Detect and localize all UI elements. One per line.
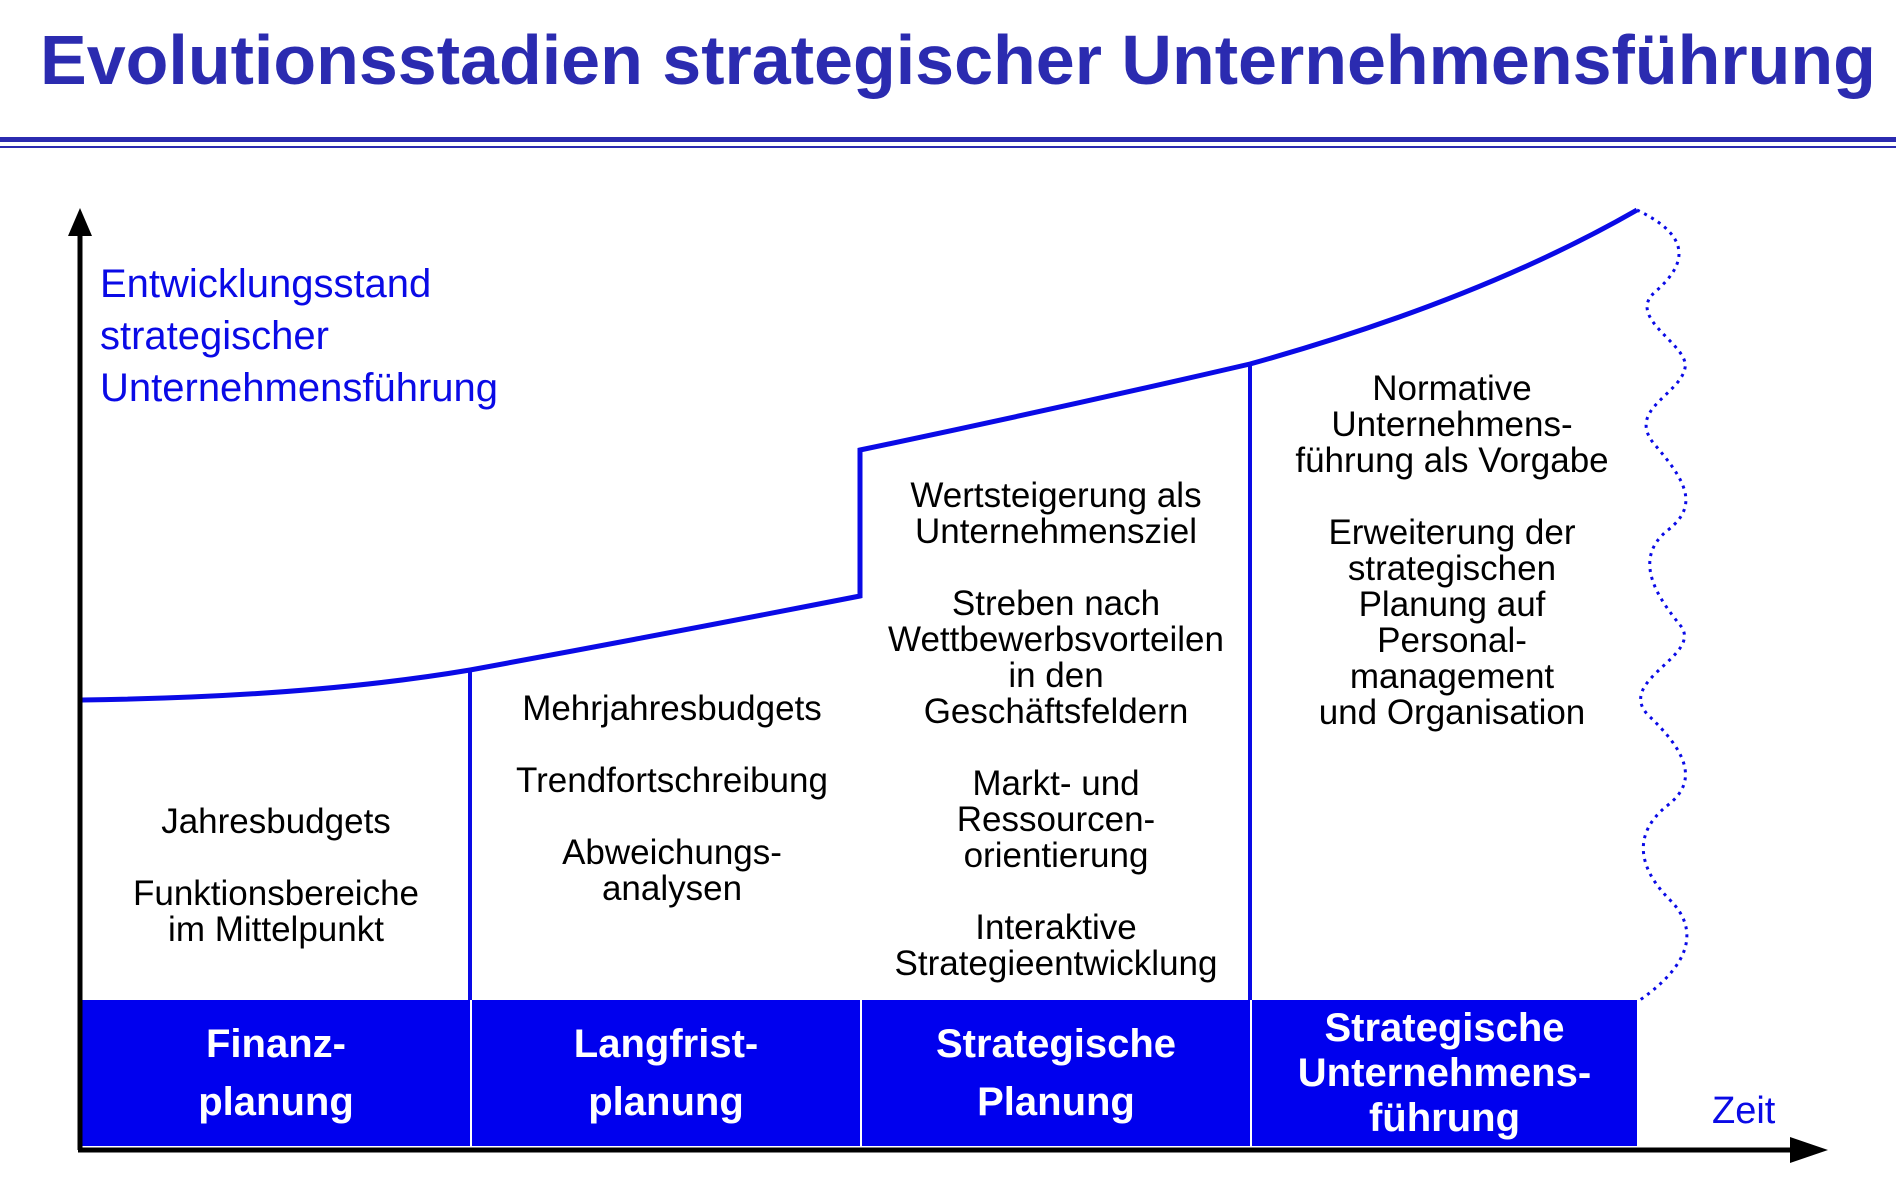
item-line: Wettbewerbsvorteilen <box>888 620 1224 659</box>
phase-bar-4 <box>1252 1000 1637 1146</box>
phase-label-line: Planung <box>977 1080 1135 1124</box>
item-line: Jahresbudgets <box>161 802 391 841</box>
item-line: Markt- und <box>972 764 1140 803</box>
stage-2-content: Mehrjahresbudgets Trendfortschreibung Ab… <box>472 691 872 907</box>
phase-label-line: planung <box>588 1080 744 1124</box>
y-axis-label-line: strategischer <box>100 314 329 358</box>
stage-1-content: Jahresbudgets Funktionsbereiche im Mitte… <box>82 804 470 948</box>
item-line: Interaktive <box>975 908 1137 947</box>
page-title: Evolutionsstadien strategischer Unterneh… <box>40 21 1876 99</box>
phase-label-finanzplanung: Finanz- planung <box>82 1000 470 1146</box>
phase-label-line: Strategische <box>1324 1005 1565 1050</box>
stage-3-item: Markt- und Ressourcen- orientierung <box>862 766 1250 874</box>
item-line: strategischen <box>1347 549 1557 588</box>
stage-3-item: Wertsteigerung als Unternehmensziel <box>862 478 1250 550</box>
development-curve <box>81 207 1639 703</box>
phase-label-line: führung <box>1368 1095 1521 1140</box>
stage-4-item: Erweiterung der strategischen Planung au… <box>1252 515 1652 731</box>
item-line: Unternehmens- <box>1331 405 1573 444</box>
y-axis-label-line: Unternehmensführung <box>100 366 499 410</box>
item-line: Unternehmensziel <box>914 512 1198 551</box>
y-axis-label: Entwicklungsstand strategischer Unterneh… <box>100 258 498 414</box>
x-axis-arrowhead <box>1790 1137 1828 1163</box>
item-line: Geschäftsfeldern <box>923 692 1189 731</box>
item-line: in den <box>1008 656 1104 695</box>
phase-label-strategische-planung: Strategische Planung <box>862 1000 1250 1146</box>
item-line: analysen <box>601 869 743 908</box>
item-line: Streben nach <box>951 584 1161 623</box>
phase-label-line: planung <box>198 1080 354 1124</box>
stage-1-item: Funktionsbereiche im Mittelpunkt <box>82 876 470 948</box>
phase-bar-2 <box>472 1000 860 1146</box>
phase-label-line: Strategische <box>935 1022 1177 1066</box>
item-line: Strategieentwicklung <box>894 944 1218 983</box>
item-line: Trendfortschreibung <box>516 761 828 800</box>
item-line: und Organisation <box>1318 693 1586 732</box>
item-line: führung als Vorgabe <box>1295 441 1609 480</box>
stage-2-item: Abweichungs- analysen <box>472 835 872 907</box>
y-axis-label-line: Entwicklungsstand <box>100 262 432 306</box>
phase-bar-1 <box>82 1000 470 1146</box>
item-line: Personal- <box>1377 621 1527 660</box>
item-line: Erweiterung der <box>1328 513 1576 552</box>
x-axis-label: Zeit <box>1712 1090 1776 1132</box>
phase-label-line: Unternehmens- <box>1297 1050 1592 1095</box>
stage-3-item: Streben nach Wettbewerbsvorteilen in den… <box>862 586 1250 730</box>
stage-1-item: Jahresbudgets <box>82 804 470 840</box>
phase-label-langfristplanung: Langfrist- planung <box>472 1000 860 1146</box>
item-line: Funktionsbereiche <box>133 874 419 913</box>
phase-label-line: Finanz- <box>206 1022 346 1066</box>
item-line: im Mittelpunkt <box>168 910 384 949</box>
stage-4-content: Normative Unternehmens- führung als Vorg… <box>1252 371 1652 731</box>
phase-label-line: Langfrist- <box>573 1022 759 1066</box>
item-line: Ressourcen- <box>956 800 1156 839</box>
y-axis-arrowhead <box>68 208 92 236</box>
stage-4-item: Normative Unternehmens- führung als Vorg… <box>1252 371 1652 479</box>
stage-3-item: Interaktive Strategieentwicklung <box>862 910 1250 982</box>
title-underline <box>0 137 1896 142</box>
title-underline-thin <box>0 146 1896 148</box>
phase-bar-3 <box>862 1000 1250 1146</box>
stage-2-item: Trendfortschreibung <box>472 763 872 799</box>
stage-2-item: Mehrjahresbudgets <box>472 691 872 727</box>
item-line: Normative <box>1372 369 1532 408</box>
item-line: Mehrjahresbudgets <box>522 689 822 728</box>
stage-3-content: Wertsteigerung als Unternehmensziel Stre… <box>862 478 1250 982</box>
item-line: management <box>1349 657 1555 696</box>
item-line: Wertsteigerung als <box>910 476 1202 515</box>
item-line: orientierung <box>963 836 1149 875</box>
item-line: Planung auf <box>1358 585 1546 624</box>
phase-label-strategische-unternehmensfuehrung: Strategische Unternehmens- führung <box>1252 1000 1637 1146</box>
item-line: Abweichungs- <box>562 833 782 872</box>
